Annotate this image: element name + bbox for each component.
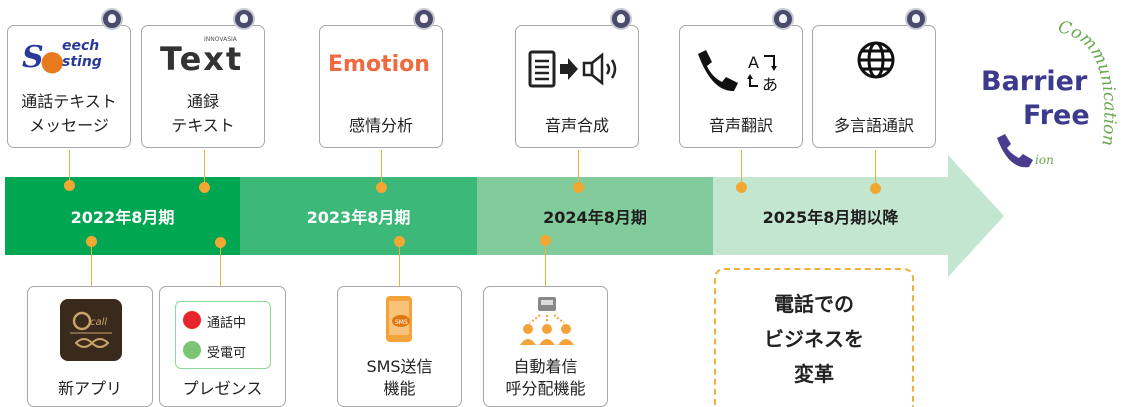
- svg-text:A: A: [748, 53, 759, 72]
- brand-line: Free: [1023, 100, 1090, 131]
- callout-line: 電話での: [774, 292, 854, 316]
- barrier-free-logo: Communication ion Barrier Free: [975, 20, 1123, 170]
- card-label: 感情分析: [348, 116, 413, 135]
- card-label: SMS送信: [366, 357, 433, 376]
- qcall-app-icon: call: [60, 299, 122, 361]
- feature-card-sms: SMS SMS送信 機能: [337, 286, 462, 407]
- card-label: 機能: [383, 379, 416, 398]
- sms-phone-icon: SMS: [386, 296, 412, 342]
- feature-card-call-text-message: S ● eech sting 通話テキスト メッセージ: [7, 25, 131, 148]
- vision-badge-icon: [233, 8, 255, 30]
- brand-line: Barrier: [981, 66, 1088, 97]
- feature-card-speech-synthesis: 音声合成: [515, 25, 639, 148]
- card-label: 自動着信: [513, 357, 578, 376]
- busy-status-dot: [183, 311, 201, 329]
- card-label: 新アプリ: [57, 379, 122, 398]
- feature-card-presence: 通話中 受電可 プレゼンス: [159, 286, 286, 407]
- text-logo: Text: [160, 40, 244, 78]
- svg-text:ion: ion: [1035, 153, 1054, 167]
- speech-posting-logo: S ● eech sting: [22, 38, 102, 77]
- card-label: 通話テキスト: [21, 92, 117, 111]
- timeline-label: 2022年8月期: [70, 208, 175, 227]
- timeline-label: 2025年8月期以降: [762, 208, 899, 227]
- svg-text:call: call: [90, 317, 107, 328]
- vision-badge-icon: [610, 8, 632, 30]
- card-label: 多言語通訳: [833, 116, 914, 135]
- feature-card-emotion-analysis: Emotion 感情分析: [319, 25, 443, 148]
- feature-card-multilingual: 多言語通訳: [812, 25, 936, 148]
- vision-badge-icon: [413, 8, 435, 30]
- presence-label: 通話中: [207, 316, 247, 331]
- connector-line: [69, 150, 70, 184]
- vision-badge-icon: [772, 8, 794, 30]
- connector-dot: [199, 182, 210, 193]
- connector-line: [381, 150, 382, 186]
- connector-line: [545, 240, 546, 287]
- emotion-logo: Emotion: [328, 52, 430, 77]
- transform-business-callout: 電話での ビジネスを 変革: [714, 268, 914, 407]
- vision-badge-icon: [905, 8, 927, 30]
- connector-line: [741, 150, 742, 186]
- card-label: メッセージ: [29, 116, 109, 135]
- connector-dot: [870, 183, 881, 194]
- card-label: 音声翻訳: [708, 116, 773, 135]
- card-label: テキスト: [171, 116, 235, 135]
- connector-line: [875, 150, 876, 186]
- vision-badge-icon: [101, 8, 123, 30]
- connector-dot: [573, 182, 584, 193]
- svg-text:あ: あ: [762, 75, 778, 94]
- connector-line: [220, 242, 221, 287]
- communication-arc: Communication ion: [997, 20, 1120, 168]
- card-label: プレゼンス: [182, 379, 263, 398]
- phone-translate-icon: A あ: [698, 50, 778, 94]
- timeline-2024: 2024年8月期: [477, 177, 713, 255]
- feature-card-acd: 自動着信 呼分配機能: [483, 286, 608, 407]
- feature-card-new-app: call 新アプリ: [27, 286, 153, 407]
- presence-label: 受電可: [207, 346, 247, 361]
- connector-dot: [376, 182, 387, 193]
- document-to-speech-icon: [528, 50, 617, 88]
- connector-line: [91, 241, 92, 287]
- feature-card-recording-text: INNOVASIA Text 通録 テキスト: [141, 25, 265, 148]
- card-label: 通録: [186, 92, 219, 111]
- callout-line: ビジネスを: [764, 327, 864, 351]
- timeline-label: 2024年8月期: [543, 208, 647, 227]
- svg-text:SMS: SMS: [395, 319, 408, 326]
- call-distribution-icon: [520, 297, 574, 345]
- connector-dot: [64, 180, 75, 191]
- timeline-2023: 2023年8月期: [240, 177, 477, 255]
- callout-line: 変革: [794, 362, 834, 386]
- connector-line: [399, 241, 400, 287]
- card-label: 音声合成: [544, 116, 609, 135]
- connector-line: [204, 150, 205, 186]
- timeline-arrow-head: [948, 155, 1004, 277]
- available-status-dot: [183, 341, 201, 359]
- card-label: 呼分配機能: [505, 379, 586, 398]
- timeline-2025: 2025年8月期以降: [713, 177, 948, 255]
- connector-dot: [736, 182, 747, 193]
- connector-line: [578, 150, 579, 186]
- presence-panel: 通話中 受電可: [175, 301, 271, 369]
- timeline-label: 2023年8月期: [306, 208, 411, 227]
- feature-card-speech-translation: A あ 音声翻訳: [679, 25, 803, 148]
- globe-icon: [857, 41, 895, 79]
- innovasia-sublogo: INNOVASIA: [204, 36, 237, 43]
